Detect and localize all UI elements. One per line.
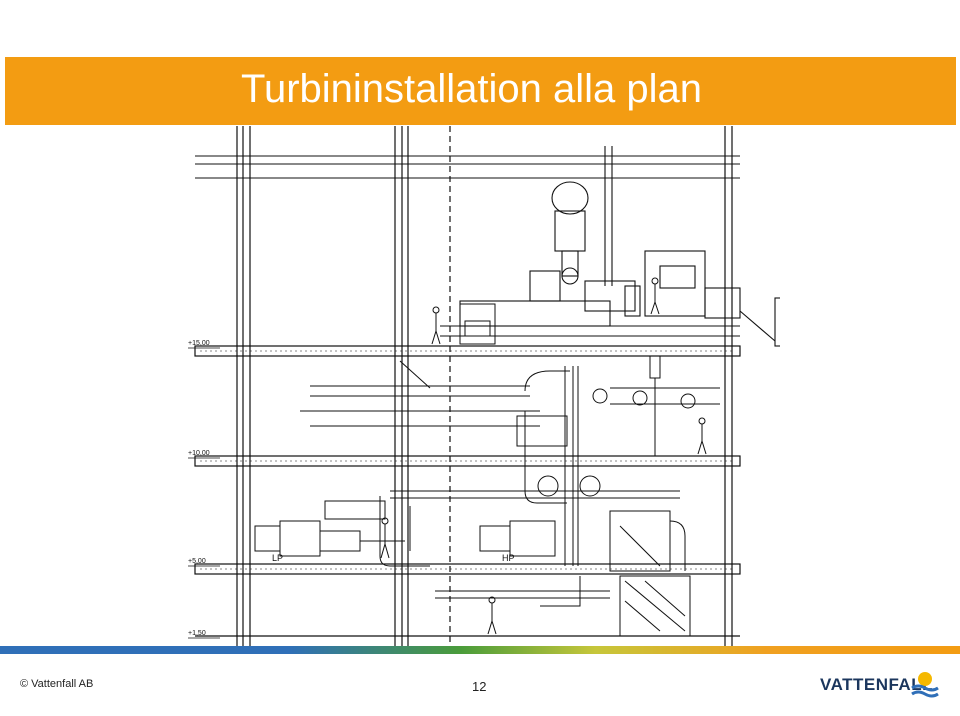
person-icon-middle — [697, 417, 707, 455]
level-label-5: +5,00 — [188, 558, 206, 565]
turbine-installation-drawing: +15,00 +10,00 +5,00 +1,50 — [188, 126, 780, 646]
footer-color-stripe — [0, 646, 960, 654]
slab-hatching — [200, 350, 735, 570]
person-icon-upper — [431, 277, 660, 345]
aux-unit-upper — [459, 303, 496, 345]
lp-label: LP — [272, 553, 283, 563]
lower-turbines — [254, 475, 686, 572]
vattenfall-logo-icon — [911, 672, 939, 698]
level-label-10: +10,00 — [188, 450, 210, 457]
generator — [644, 250, 780, 347]
level-label-15: +15,00 — [188, 340, 210, 347]
turbine-upper — [440, 146, 740, 337]
top-beams — [195, 155, 740, 179]
slide-title: Turbininstallation alla plan — [241, 67, 703, 111]
level-markers — [188, 347, 220, 639]
vattenfall-logo-text: VATTENFALL — [820, 675, 933, 694]
title-bar: Turbininstallation alla plan — [5, 57, 956, 125]
hp-label: HP — [502, 553, 515, 563]
person-icon-basement — [487, 596, 497, 635]
person-icon-lower — [380, 517, 390, 559]
basement-pipes — [435, 575, 691, 637]
middle-pipes — [300, 355, 720, 566]
page-number: 12 — [472, 679, 487, 694]
copyright-text: © Vattenfall AB — [20, 678, 94, 690]
level-label-1-5: +1,50 — [188, 630, 206, 637]
